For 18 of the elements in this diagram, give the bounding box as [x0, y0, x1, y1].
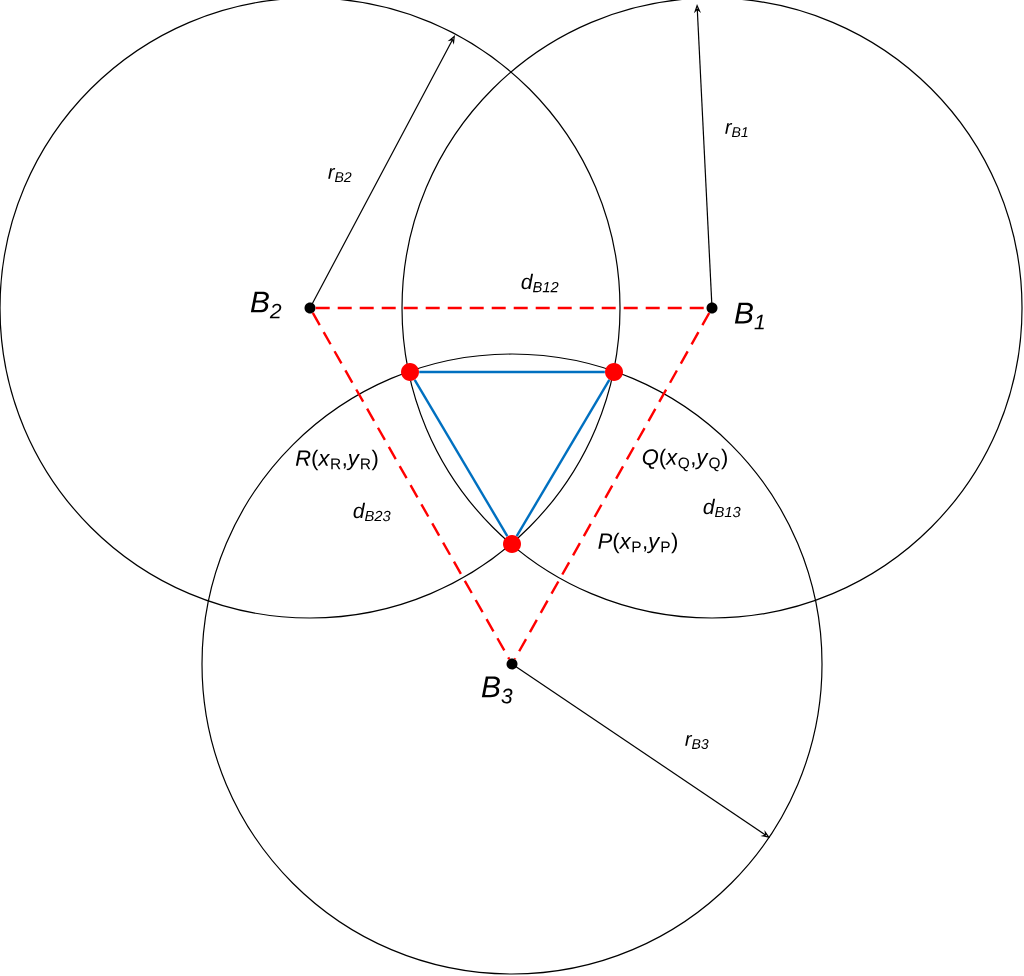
- radius-label: r$_{B1}$: [725, 123, 748, 137]
- point-label: Q(x$_{Q}$,y$_{Q}$): [642, 448, 727, 472]
- connector: [413, 379, 509, 537]
- connector: [311, 312, 511, 660]
- radius-label: r$_{B3}$: [685, 735, 709, 749]
- radius-label: r$_{B2}$: [328, 168, 352, 182]
- point-label: P(x$_{P}$,y$_{P}$): [598, 532, 677, 554]
- point-label: R(x$_{R}$,y$_{R}$): [295, 449, 378, 471]
- edge-label: d$_{B13}$: [701, 497, 743, 519]
- connector: [513, 312, 711, 660]
- edge-label: d$_{B23}$: [351, 501, 393, 523]
- connector: [515, 379, 611, 537]
- point-label: B$_{1}$: [734, 302, 764, 330]
- edge-label: d$_{B12}$: [519, 272, 561, 294]
- point-label: B$_{3}$: [481, 676, 513, 704]
- point-label: B$_{2}$: [250, 291, 282, 319]
- connector: [315, 306, 707, 310]
- connector: [419, 370, 605, 374]
